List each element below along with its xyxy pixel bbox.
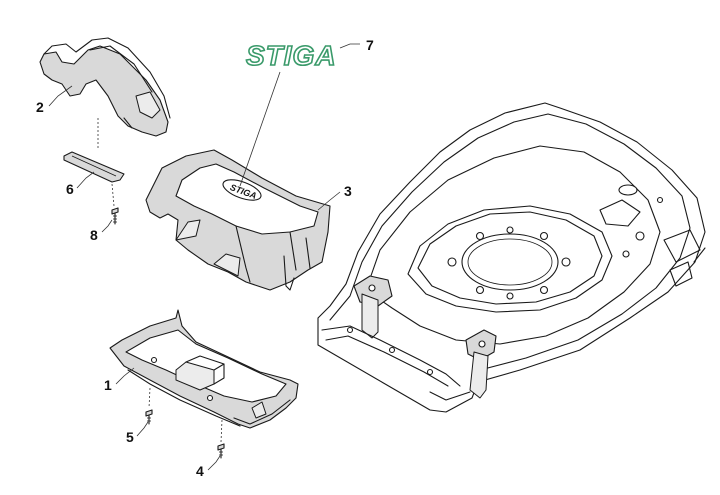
callout-5: 5 [126,429,134,445]
callout-8: 8 [90,227,98,243]
callout-4: 4 [196,463,204,479]
leader-7a [339,43,360,49]
callout-1: 1 [104,377,112,393]
leader-1 [115,367,135,385]
part-4-screw [217,443,225,459]
leader-4 [207,455,221,471]
leader-3 [317,191,341,211]
callout-3: 3 [344,183,352,199]
callout-6: 6 [66,181,74,197]
mower-deck [317,102,706,413]
callout-labels: 2 6 8 7 3 1 5 4 [36,37,374,479]
leader-6 [76,171,95,189]
callout-2: 2 [36,99,44,115]
leader-lines [48,43,360,471]
leader-7b [239,71,281,187]
part-5-screw [145,409,153,425]
leader-5 [136,421,149,437]
assembly-line-1-5 [148,387,151,409]
part-7-stiga-logo: STIGA [245,39,337,72]
assembly-line-6-8 [111,183,115,207]
part-1-front-cover [109,309,299,429]
stiga-logo-text: STIGA [246,40,337,71]
leader-2 [48,85,73,107]
part-3-top-cover: STIGA [145,149,331,291]
callout-7: 7 [366,37,374,53]
leader-8 [101,219,113,233]
part-2-handle-bracket [39,37,171,137]
assembly-line-1-4 [220,419,223,443]
part-6-strip [63,151,125,183]
part-8-screw [111,207,119,225]
